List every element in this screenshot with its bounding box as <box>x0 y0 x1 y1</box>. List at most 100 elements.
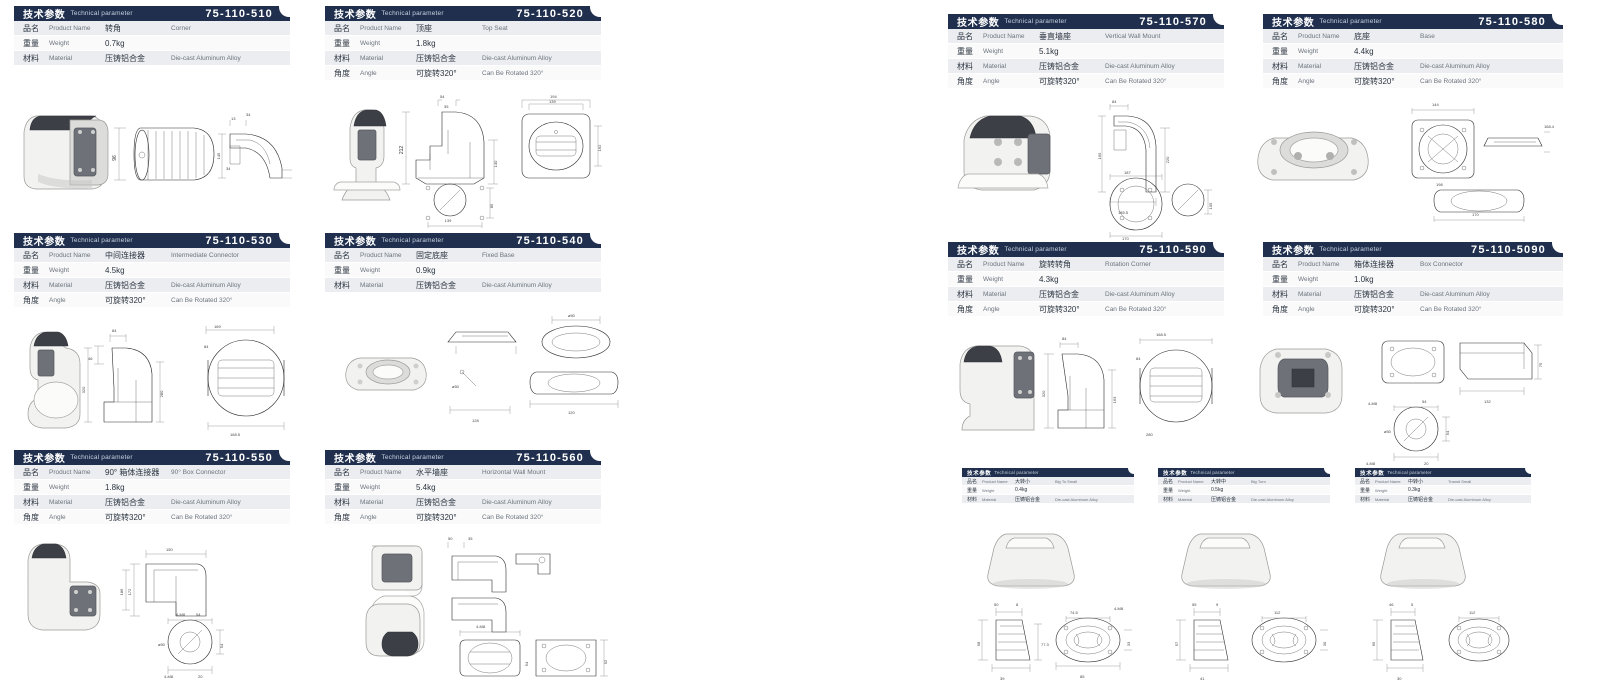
label-weight-en: Weight <box>360 483 381 491</box>
dim-4M8: 4-M8 <box>476 624 486 629</box>
label-material-cn: 材料 <box>23 280 39 290</box>
label-weight-en: Weight <box>360 266 381 274</box>
label-name-en: Product Name <box>1298 32 1340 40</box>
value-weight: 0.3kg <box>1408 487 1421 493</box>
dim-139: 139 <box>549 99 556 104</box>
drawing-570: 84 165 220 185.5 <box>950 98 1230 218</box>
label-name-cn: 品名 <box>23 250 39 260</box>
spec-table-560: 技术参数 Technical parameter 75-110-560 品名 P… <box>325 450 601 525</box>
value-material-en: Die-cast Aluminum Alloy <box>482 54 552 62</box>
dim-96: 96 <box>112 155 118 161</box>
value-angle-cn: 可旋转320° <box>1039 304 1080 314</box>
dim-84: 84 <box>1112 99 1117 104</box>
value-angle-cn: 可旋转320° <box>416 68 457 78</box>
label-angle-cn: 角度 <box>23 512 39 522</box>
dim-50: 50 <box>448 536 453 541</box>
dim-170: 170 <box>1122 236 1129 241</box>
dim-320: 320 <box>1041 390 1046 397</box>
line-drawing-side-bt: 55 9 57 41 <box>1174 602 1229 681</box>
drawing-560: 50 35 4-M8 92 54 <box>330 528 610 683</box>
dim-46: 46 <box>88 356 93 361</box>
spec-table-5090: 技术参数 Technical parameter 75-110-5090 品名 … <box>1263 242 1563 317</box>
label-weight-cn: 重量 <box>23 265 39 275</box>
spec-header-title-en: Technical parameter <box>1319 18 1382 25</box>
dim-84b: 84 <box>1136 356 1141 361</box>
spec-table-520: 技术参数 Technical parameter 75-110-520 品名 P… <box>325 6 601 81</box>
value-material-en: Die-cast Aluminum Alloy <box>482 281 552 289</box>
label-name-en: Product Name <box>49 24 91 32</box>
label-weight-cn: 重量 <box>23 38 39 48</box>
value-name-cn: 顶座 <box>416 23 432 33</box>
line-drawing-top-540: ø50 <box>541 313 611 359</box>
dim-145: 145 <box>216 152 221 159</box>
dim-198: 198 <box>1436 182 1443 187</box>
value-material-cn: 压铸铝合金 <box>1039 289 1079 299</box>
spec-row-material: 材料 Material 压铸铝合金 Die-cast Aluminum Allo… <box>948 287 1224 302</box>
drawing-570-base: 187 170 105 <box>1090 170 1220 241</box>
dim-4M8b: 4-M8 <box>1366 461 1376 466</box>
product-code: 75-110-510 <box>205 7 273 20</box>
spec-header-550: 技术参数 Technical parameter 75-110-550 <box>14 450 290 465</box>
label-angle-en: Angle <box>1298 77 1315 85</box>
label-material-en: Material <box>983 290 1007 298</box>
spec-header-title-cn: 技术参数 <box>23 237 66 248</box>
value-name-cn: 固定底座 <box>416 250 448 260</box>
line-drawing-top-520: 194 139 162 <box>521 94 602 179</box>
value-name-en: Box Connector <box>1420 260 1463 268</box>
value-name-en: Vertical Wall Mount <box>1105 32 1161 40</box>
line-drawing-top-bt: 112 30 <box>1251 610 1328 663</box>
drawing-580: 144 168.4 170 198 <box>1248 98 1555 222</box>
spec-header-570: 技术参数 Technical parameter 75-110-570 <box>948 14 1224 29</box>
drawing-530: 84 46 320 280 169 168.5 84 <box>18 318 308 437</box>
product-code: 75-110-5090 <box>1471 243 1546 256</box>
spec-header-small-1: 技术参数 Technical parameter <box>962 468 1134 477</box>
value-name-cn: 转角 <box>105 23 121 33</box>
product-photo-540 <box>345 357 427 391</box>
line-drawing-hole-pattern-520: 139 85 <box>425 183 494 228</box>
dim-139b: 139 <box>445 218 452 223</box>
spec-row-name: 品名 Product Name 垂直墙座 Vertical Wall Mount <box>948 29 1224 44</box>
spec-row-weight: 重量 Weight 0.3kg <box>1355 486 1531 495</box>
label-name-en: Product Name <box>983 32 1025 40</box>
product-code: 75-110-530 <box>205 234 273 247</box>
spec-header-title-en: Technical parameter <box>1004 18 1067 25</box>
label-weight-en: Weight <box>49 39 70 47</box>
value-angle-en: Can Be Rotated 320° <box>1420 77 1482 85</box>
label-name-cn: 品名 <box>1163 478 1174 485</box>
value-name-en: Intermediate Connector <box>171 251 239 259</box>
label-name-cn: 品名 <box>957 31 973 41</box>
label-material-cn: 材料 <box>957 289 973 299</box>
dim-46: 46 <box>1389 602 1394 607</box>
label-name-cn: 品名 <box>23 467 39 477</box>
value-material-cn: 压铸铝合金 <box>1039 61 1079 71</box>
line-drawing-front-510: 96 <box>112 127 215 181</box>
spec-header-title-cn: 技术参数 <box>23 454 66 465</box>
label-name-cn: 品名 <box>334 250 350 260</box>
dim-169: 169 <box>214 324 221 329</box>
drawing-big-to-small: 50 8 58 39 77.3 74.5 4-M8 85 <box>962 520 1142 685</box>
dim-187: 187 <box>1124 170 1131 175</box>
value-angle-cn: 可旋转320° <box>416 512 457 522</box>
line-drawing-top-ts: 112 <box>1448 610 1510 662</box>
spec-table-transit-small: 技术参数 Technical parameter 品名 Product Name… <box>1355 468 1531 504</box>
label-weight-en: Weight <box>1298 275 1319 283</box>
spec-header-title-en: Technical parameter <box>70 454 133 461</box>
value-name-cn: 大转中 <box>1211 478 1227 485</box>
product-photo-510 <box>23 115 109 190</box>
label-angle-en: Angle <box>49 296 66 304</box>
dim-77-3: 77.3 <box>1041 642 1050 647</box>
dim-168-4: 168.4 <box>1544 124 1555 129</box>
product-code: 75-110-520 <box>516 7 584 20</box>
dim-162: 162 <box>597 144 602 151</box>
spec-row-weight: 重量 Weight 1.8kg <box>14 480 290 495</box>
line-drawing-side-bts: 50 8 58 39 77.3 <box>976 602 1050 681</box>
spec-row-name: 品名 Product Name 固定底座 Fixed Base <box>325 248 601 263</box>
label-name-cn: 品名 <box>967 478 978 485</box>
spec-header-title-en: Technical parameter <box>994 470 1039 475</box>
drawing-510: 96 13 34 145 34 <box>18 100 298 210</box>
spec-row-material: 材料 Material 压铸铝合金 Die-cast Aluminum Allo… <box>1263 59 1563 74</box>
value-weight: 4.5kg <box>105 265 125 275</box>
spec-row-angle: 角度 Angle 可旋转320° Can Be Rotated 320° <box>948 302 1224 317</box>
label-material-cn: 材料 <box>334 280 350 290</box>
drawing-520: 54 35 212 140 194 139 162 <box>330 88 610 228</box>
